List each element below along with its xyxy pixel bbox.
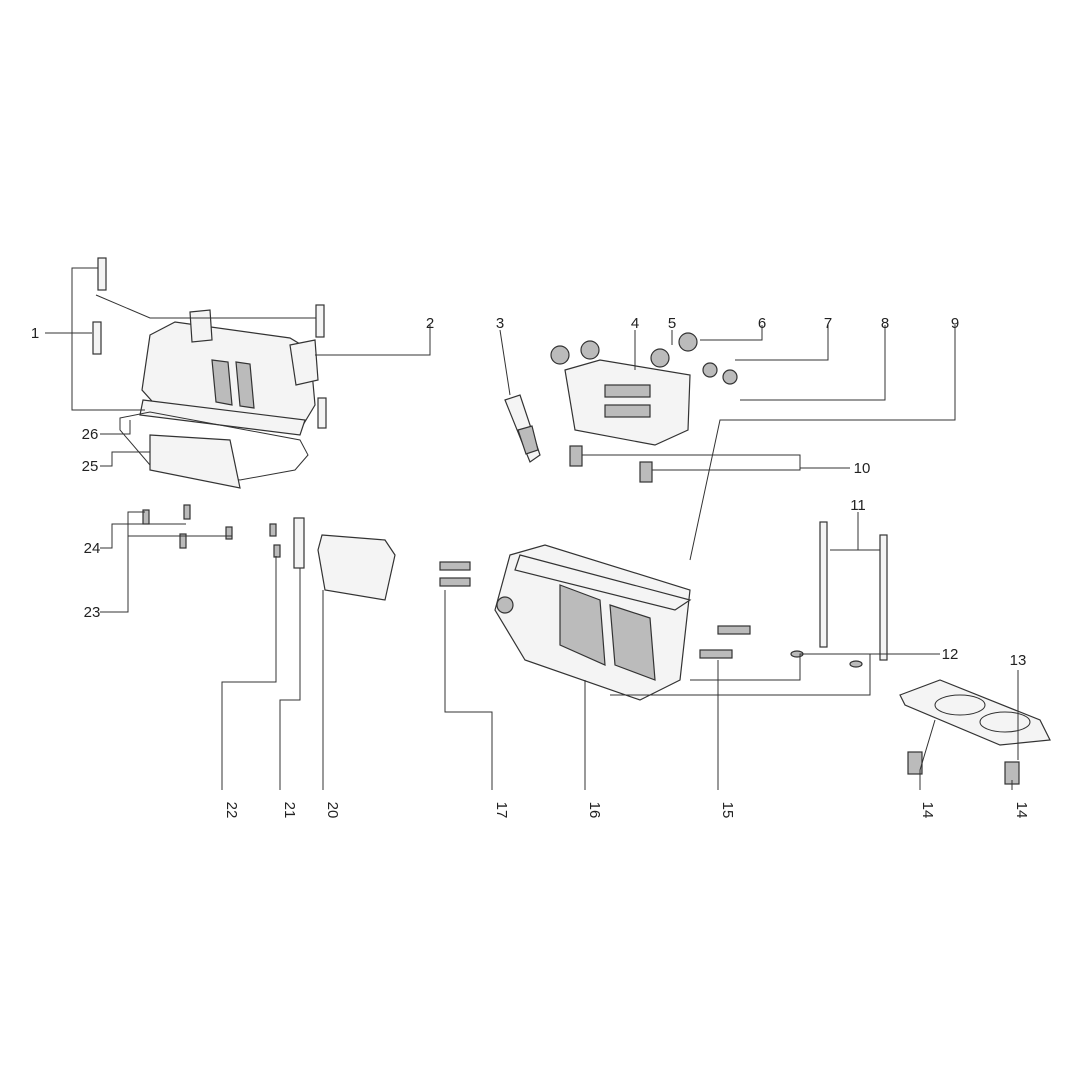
piston-pin xyxy=(293,517,305,569)
small-bolts xyxy=(142,504,233,549)
callout-11: 11 xyxy=(850,497,866,514)
piston-clip xyxy=(269,523,277,537)
cylinder-head xyxy=(494,544,692,701)
stud-bolt xyxy=(879,534,888,661)
callout-9: 9 xyxy=(951,315,959,332)
stud-bolt xyxy=(819,521,828,648)
cover-bolts xyxy=(92,257,327,429)
callout-26: 26 xyxy=(82,426,99,443)
callout-22: 22 xyxy=(223,802,240,819)
callout-2: 2 xyxy=(426,315,434,332)
dowel-pin xyxy=(569,445,583,467)
callout-23: 23 xyxy=(84,604,101,621)
callout-14: 14 xyxy=(1013,802,1030,819)
piston xyxy=(317,534,396,601)
dowel-pin xyxy=(639,461,653,483)
camshaft-holder xyxy=(564,359,691,446)
callout-13: 13 xyxy=(1010,652,1027,669)
callout-16: 16 xyxy=(586,802,603,819)
nuts xyxy=(550,332,738,385)
callout-24: 24 xyxy=(84,540,101,557)
callout-14: 14 xyxy=(919,802,936,819)
callout-4: 4 xyxy=(631,315,639,332)
spark-plug-gasket xyxy=(149,434,241,489)
piston-clip xyxy=(273,544,281,558)
callout-7: 7 xyxy=(824,315,832,332)
callout-21: 21 xyxy=(281,802,298,819)
callout-6: 6 xyxy=(758,315,766,332)
shims xyxy=(439,561,751,659)
callout-25: 25 xyxy=(82,458,99,475)
cover-gasket xyxy=(119,411,309,481)
callout-12: 12 xyxy=(942,646,959,663)
washer xyxy=(849,660,863,668)
leader-lines xyxy=(45,267,1019,790)
callout-1: 1 xyxy=(31,325,39,342)
callout-5: 5 xyxy=(668,315,676,332)
callout-8: 8 xyxy=(881,315,889,332)
valve-cover xyxy=(139,309,319,436)
callout-15: 15 xyxy=(719,802,736,819)
callout-3: 3 xyxy=(496,315,504,332)
callout-17: 17 xyxy=(493,802,510,819)
callout-20: 20 xyxy=(324,802,341,819)
callout-10: 10 xyxy=(854,460,871,477)
spark-plug xyxy=(504,394,541,463)
